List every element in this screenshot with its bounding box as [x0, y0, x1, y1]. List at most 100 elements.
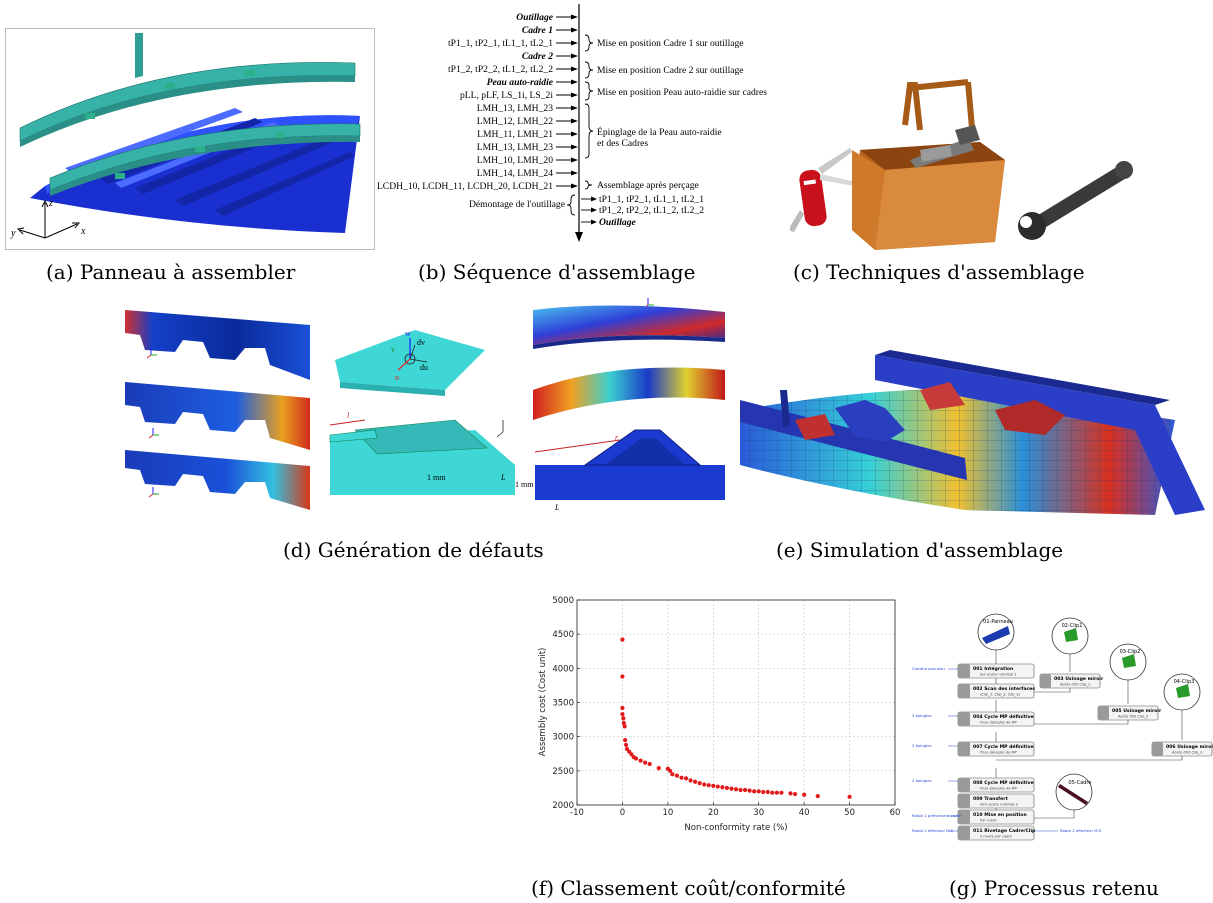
- sequence-item: LMH_11, LMH_21: [477, 129, 553, 140]
- svg-text:005 Usinage miroir: 005 Usinage miroir: [1112, 708, 1162, 714]
- sequence-item: LCDH_10, LCDH_11, LCDH_20, LCDH_21: [377, 181, 553, 192]
- data-point: [679, 775, 684, 780]
- panel-d-defects: w dv v du u l 1 mm L 1 mm L r: [115, 290, 735, 515]
- sequence-item: LMH_13, LMH_23: [477, 103, 553, 114]
- label-L-a: L: [500, 473, 506, 482]
- data-point: [770, 790, 775, 795]
- label-1mm-a: 1 mm: [427, 473, 446, 482]
- process-resource: 2 épingles: [912, 743, 932, 748]
- disassembly-label: Démontage de l'outillage: [469, 199, 565, 210]
- process-resource: 2 épingles: [912, 713, 932, 718]
- data-point: [747, 788, 752, 793]
- svg-text:001 Intégration: 001 Intégration: [973, 665, 1013, 672]
- x-tick-label: 10: [662, 808, 673, 818]
- data-point: [733, 787, 739, 792]
- sequence-arrowhead: [571, 79, 578, 85]
- caption-c: (c) Techniques d'assemblage: [793, 260, 1085, 284]
- panel-c-tools: [788, 70, 1150, 250]
- sequence-arrowhead: [571, 157, 578, 163]
- x-tick-label: 30: [753, 808, 764, 818]
- y-tick-label: 2500: [552, 767, 574, 777]
- data-point: [706, 783, 711, 788]
- sequence-item: LMH_10, LMH_20: [477, 155, 553, 166]
- data-point: [802, 792, 807, 797]
- wrench-icon: [1018, 161, 1133, 240]
- sequence-item: tP1_2, tP2_2, tL1_2, tL2_2: [448, 64, 553, 75]
- data-point: [715, 784, 720, 789]
- data-point: [711, 783, 716, 788]
- phase-4b-label: et des Cadres: [597, 138, 648, 149]
- svg-text:(Clip_1, Clip_2, Clip_3): (Clip_1, Clip_2, Clip_3): [980, 693, 1021, 697]
- data-point: [670, 772, 675, 777]
- caption-e: (e) Simulation d'assemblage: [776, 538, 1064, 562]
- data-point: [620, 705, 625, 711]
- data-point: [623, 742, 629, 747]
- svg-text:Pose épingles de MP: Pose épingles de MP: [980, 787, 1018, 791]
- sequence-item: pLL, pLF, LS_1i, LS_2i: [460, 90, 553, 101]
- sequence-item: LMH_14, LMH_24: [477, 168, 553, 179]
- data-point: [697, 781, 702, 786]
- svg-text:006 Usinage miroir: 006 Usinage miroir: [1166, 744, 1213, 750]
- part-5-label: 05-Cadre: [1069, 780, 1092, 786]
- toolbox-icon: [852, 79, 1005, 250]
- process-operation: 011 Rivetage Cadre/Clip2 rivets par cadr…: [957, 825, 1036, 841]
- sequence-item: Outillage: [516, 12, 554, 23]
- data-point: [633, 756, 639, 761]
- svg-text:Sur poste robotisé 1: Sur poste robotisé 1: [980, 673, 1016, 677]
- svg-text:003 Usinage miroir: 003 Usinage miroir: [1054, 676, 1104, 682]
- sequence-out-item: tP1_2, tP2_2, tL1_2, tL2_2: [599, 205, 704, 216]
- data-point: [742, 787, 748, 793]
- phase-2-label: Mise en position Cadre 2 sur outillage: [597, 65, 744, 76]
- data-point: [683, 776, 689, 781]
- data-point: [620, 674, 625, 679]
- data-point: [738, 787, 743, 793]
- sequence-out-item: tP1_1, tP2_1, tL1_1, tL2_1: [599, 194, 704, 205]
- svg-text:008 Cycle MP définitive: 008 Cycle MP définitive: [973, 779, 1034, 786]
- phase-3-label: Mise en position Peau auto-raidie sur ca…: [597, 87, 767, 98]
- label-u: u: [395, 373, 399, 382]
- data-point: [623, 737, 628, 743]
- sequence-arrowhead: [571, 144, 578, 150]
- svg-text:010 Mise en position: 010 Mise en position: [973, 812, 1027, 818]
- label-l1: l: [347, 411, 350, 420]
- axis-z-label: z: [48, 198, 53, 209]
- data-point: [765, 789, 770, 795]
- sequence-item: LMH_12, LMH_22: [477, 116, 553, 127]
- sequence-item: Cadre 2: [522, 51, 553, 62]
- label-L-b: L: [554, 503, 560, 512]
- sequence-item: tP1_1, tP2_1, tL1_1, tL2_1: [448, 38, 553, 49]
- data-point: [621, 720, 626, 726]
- label-1mm-b: 1 mm: [515, 480, 534, 489]
- sequence-item: Cadre 1: [522, 25, 553, 36]
- x-tick-label: 0: [620, 808, 625, 818]
- data-point: [638, 758, 643, 763]
- sequence-out-arrowhead: [591, 207, 597, 213]
- sequence-arrowhead: [571, 66, 578, 72]
- sequence-arrowhead: [571, 131, 578, 137]
- process-operation: 002 Scan des interfaces(Clip_1, Clip_2, …: [957, 683, 1035, 699]
- svg-text:009 Transfert: 009 Transfert: [973, 796, 1009, 802]
- axis-y-label: y: [10, 228, 16, 239]
- part-3-label: 03-Clip2: [1120, 649, 1141, 655]
- label-du: du: [420, 363, 428, 372]
- data-point: [847, 794, 852, 799]
- panel-e-simulation: [735, 350, 1213, 525]
- sequence-arrowhead: [571, 14, 578, 20]
- y-tick-label: 4000: [552, 664, 574, 674]
- sequence-out-arrowhead: [591, 219, 597, 225]
- data-point: [702, 782, 707, 787]
- svg-text:011 Rivetage Cadre/Clip: 011 Rivetage Cadre/Clip: [973, 828, 1036, 834]
- svg-text:Pose épingles de MP: Pose épingles de MP: [980, 751, 1018, 755]
- data-point: [752, 789, 757, 794]
- sequence-item: LMH_13, LMH_23: [477, 142, 553, 153]
- caption-g: (g) Processus retenu: [949, 876, 1159, 900]
- caption-d: (d) Génération de défauts: [283, 538, 544, 562]
- data-point: [693, 779, 698, 784]
- chart-xlabel: Non-conformity rate (%): [684, 823, 787, 833]
- data-point: [656, 766, 661, 771]
